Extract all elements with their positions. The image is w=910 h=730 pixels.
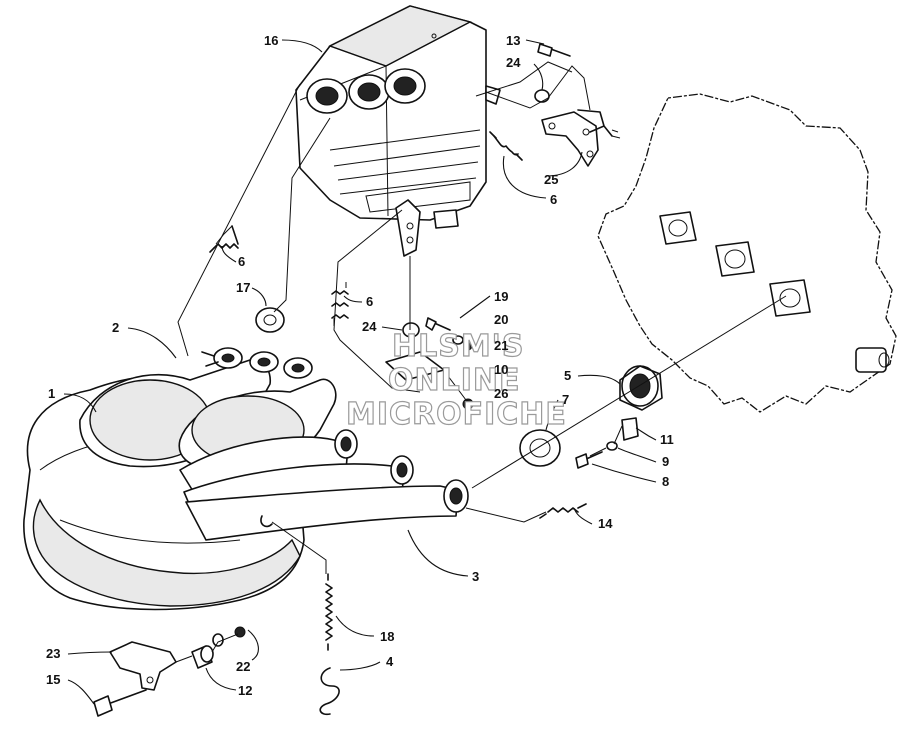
nut-26 xyxy=(462,398,474,410)
callout-labels: 16 13 24 25 6 6 17 6 19 20 24 21 10 26 2… xyxy=(46,33,674,698)
silencer xyxy=(295,5,501,229)
callout-6-right: 6 xyxy=(550,192,557,207)
callout-20: 20 xyxy=(494,312,508,327)
engine-boss xyxy=(855,347,890,373)
callout-25: 25 xyxy=(544,172,558,187)
callout-18: 18 xyxy=(380,629,394,644)
callout-9: 9 xyxy=(662,454,669,469)
washer-20 xyxy=(452,335,464,345)
callout-15: 15 xyxy=(46,672,60,687)
leader-lines xyxy=(63,39,657,705)
callout-21: 21 xyxy=(494,338,508,353)
nut-21 xyxy=(463,341,473,351)
bracket-11 xyxy=(621,417,639,441)
engine-exhaust-port-1 xyxy=(659,211,697,245)
callout-10: 10 xyxy=(494,362,508,377)
callout-11: 11 xyxy=(660,432,674,447)
grommet-17 xyxy=(255,307,285,333)
stinger-outlets xyxy=(201,347,313,379)
bolt-15 xyxy=(93,689,147,717)
bracket-clip xyxy=(577,109,621,139)
callout-24-top: 24 xyxy=(506,55,521,70)
exhaust-flange-5 xyxy=(619,365,663,411)
rubber-mount-12 xyxy=(191,645,214,669)
assembly-lines xyxy=(175,61,787,663)
spring-left xyxy=(209,225,239,253)
callout-6-center: 6 xyxy=(366,294,373,309)
callout-8: 8 xyxy=(662,474,669,489)
spring-18 xyxy=(325,573,333,651)
callout-12: 12 xyxy=(238,683,252,698)
watermark-line-1: HLSM'S xyxy=(392,329,524,364)
rubber-mount-24 xyxy=(402,322,420,338)
mount-bracket-23 xyxy=(109,641,177,691)
watermark-line-2: ONLINE xyxy=(388,363,521,398)
callout-2: 2 xyxy=(112,320,119,335)
gasket-7 xyxy=(519,429,561,467)
engine-exhaust-port-2 xyxy=(715,241,755,277)
callout-16: 16 xyxy=(264,33,278,48)
callout-23: 23 xyxy=(46,646,60,661)
callout-24-center: 24 xyxy=(362,319,377,334)
clip-4 xyxy=(319,667,340,716)
callout-1: 1 xyxy=(48,386,55,401)
callout-5: 5 xyxy=(564,368,571,383)
callout-22: 22 xyxy=(236,659,250,674)
callout-4: 4 xyxy=(386,654,394,669)
bolt-8 xyxy=(575,451,603,469)
silencer-inlet-1 xyxy=(306,78,348,114)
callout-26: 26 xyxy=(494,386,508,401)
center-mount-plate xyxy=(385,351,445,381)
callout-6-left: 6 xyxy=(238,254,245,269)
spring-14 xyxy=(539,503,587,519)
header-pipe-3 xyxy=(185,479,469,541)
bracket-bolt xyxy=(537,43,571,57)
washer-9 xyxy=(606,441,618,451)
pipe-hook xyxy=(260,515,273,528)
watermark-line-3: MICROFICHE xyxy=(346,397,567,432)
silencer-inlet-2 xyxy=(348,74,390,110)
watermark: HLSM'S ONLINE MICROFICHE xyxy=(345,328,567,432)
callout-13: 13 xyxy=(506,33,520,48)
silencer-inlet-3 xyxy=(384,68,426,104)
silencer-bracket xyxy=(541,111,599,167)
callout-7: 7 xyxy=(562,392,569,407)
bolt-19 xyxy=(425,317,451,331)
silencer-side-spring xyxy=(489,131,523,161)
silencer-hook-bracket xyxy=(395,199,421,257)
engine-outline xyxy=(597,93,897,413)
callout-14: 14 xyxy=(598,516,613,531)
callout-17: 17 xyxy=(236,280,250,295)
engine-exhaust-port-3 xyxy=(769,279,811,317)
rubber-bumper-top xyxy=(534,89,550,103)
callout-3: 3 xyxy=(472,569,479,584)
callout-19: 19 xyxy=(494,289,508,304)
